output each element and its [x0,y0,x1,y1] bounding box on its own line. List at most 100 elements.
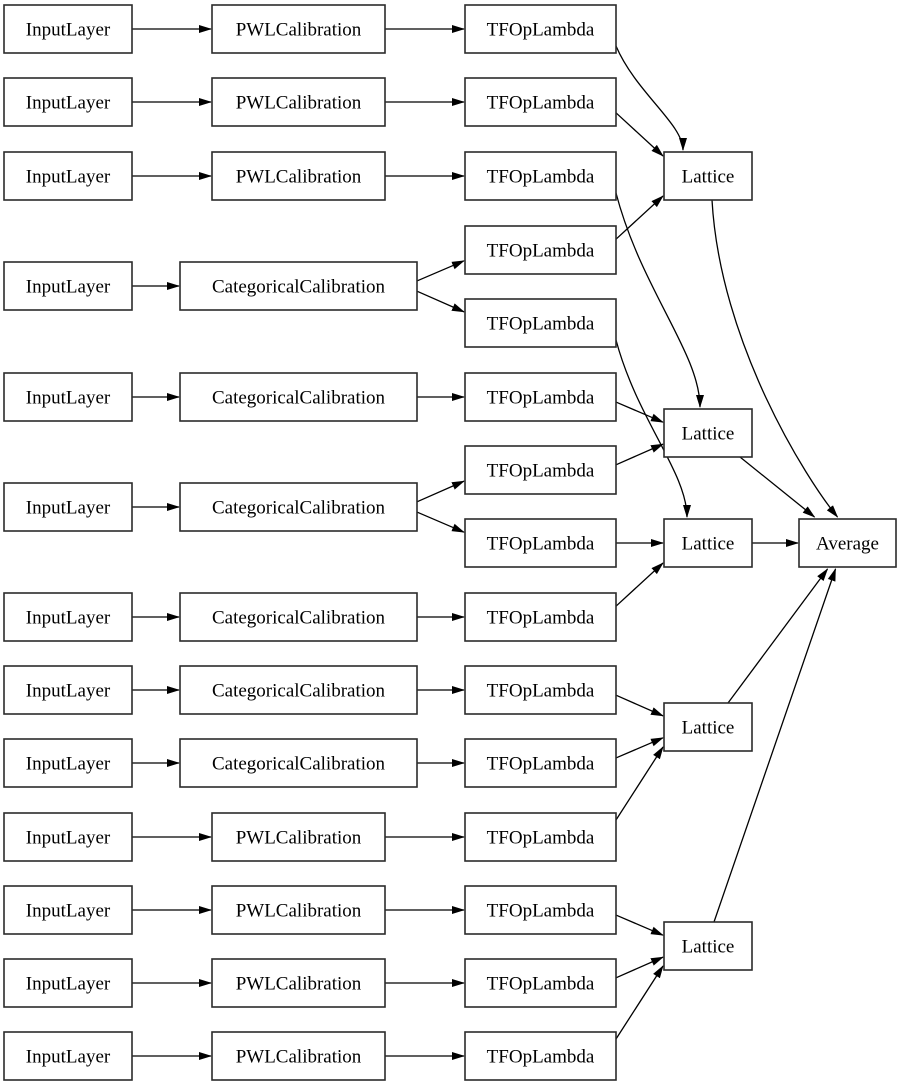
node-cal3: PWLCalibration [211,151,386,201]
edge-t10-to-lat4 [615,746,664,821]
node-t10: TFOpLambda [464,812,617,862]
node-label: Lattice [682,534,735,555]
node-in11: InputLayer [3,885,133,935]
node-label: InputLayer [26,498,111,519]
node-cal12: PWLCalibration [211,958,386,1008]
edge-t1-to-lat1 [615,45,687,151]
edge-cal6-to-t6b [416,511,465,533]
node-box [3,812,133,862]
node-t1: TFOpLambda [464,4,617,54]
edge-lat4-to-avg [727,568,829,704]
node-box [464,372,617,422]
node-box [464,445,617,495]
node-label: PWLCalibration [236,828,362,849]
node-box [211,958,386,1008]
node-label: CategoricalCalibration [212,681,386,702]
node-lat2: Lattice [663,408,753,458]
node-label: TFOpLambda [487,167,595,188]
node-t13: TFOpLambda [464,1031,617,1081]
node-box [3,885,133,935]
node-box [3,1031,133,1081]
node-box [663,151,753,201]
node-cal8: CategoricalCalibration [179,665,418,715]
node-box [464,665,617,715]
node-in2: InputLayer [3,77,133,127]
edge-t6a-to-lat2 [615,443,664,466]
node-box [464,225,617,275]
node-box [211,77,386,127]
node-in6: InputLayer [3,482,133,532]
node-label: InputLayer [26,20,111,41]
node-box [464,812,617,862]
node-label: PWLCalibration [236,20,362,41]
edge-t11-to-lat5 [615,914,664,936]
node-label: TFOpLambda [487,534,595,555]
edge-cal4-to-t4a [416,260,465,282]
node-cal6: CategoricalCalibration [179,482,418,532]
edge-t4b-to-lat3 [615,339,691,518]
node-box [179,665,418,715]
node-label: InputLayer [26,277,111,298]
node-label: InputLayer [26,754,111,775]
edge-cal4-to-t4b [416,290,465,313]
node-lat4: Lattice [663,702,753,752]
edge-lat2-to-avg [739,456,816,518]
node-box [663,921,753,971]
node-t12: TFOpLambda [464,958,617,1008]
node-in1: InputLayer [3,4,133,54]
node-box [3,482,133,532]
node-label: InputLayer [26,388,111,409]
node-box [3,151,133,201]
node-in9: InputLayer [3,738,133,788]
node-label: TFOpLambda [487,828,595,849]
node-label: TFOpLambda [487,974,595,995]
node-in4: InputLayer [3,261,133,311]
edge-t13-to-lat5 [615,965,664,1040]
node-box [798,518,897,568]
node-label: TFOpLambda [487,608,595,629]
node-box [179,261,418,311]
node-label: PWLCalibration [236,93,362,114]
node-box [464,518,617,568]
edge-t2-to-lat1 [615,112,664,157]
node-label: PWLCalibration [236,901,362,922]
node-t9: TFOpLambda [464,738,617,788]
nodes-layer: InputLayerInputLayerInputLayerInputLayer… [3,4,897,1081]
node-box [464,4,617,54]
edge-lat1-to-avg [711,199,839,518]
node-cal2: PWLCalibration [211,77,386,127]
node-label: InputLayer [26,681,111,702]
node-t4a: TFOpLambda [464,225,617,275]
edge-t5-to-lat2 [615,401,664,423]
node-box [179,738,418,788]
node-in3: InputLayer [3,151,133,201]
node-t11: TFOpLambda [464,885,617,935]
node-cal5: CategoricalCalibration [179,372,418,422]
node-box [211,151,386,201]
node-box [211,4,386,54]
node-label: CategoricalCalibration [212,388,386,409]
node-label: PWLCalibration [236,1047,362,1068]
node-box [211,1031,386,1081]
node-in7: InputLayer [3,592,133,642]
node-box [663,408,753,458]
node-cal10: PWLCalibration [211,812,386,862]
edge-t8-to-lat4 [615,694,664,717]
node-label: InputLayer [26,1047,111,1068]
node-label: PWLCalibration [236,167,362,188]
node-box [179,592,418,642]
edge-lat5-to-avg [713,568,837,923]
node-in10: InputLayer [3,812,133,862]
node-box [211,885,386,935]
node-label: CategoricalCalibration [212,277,386,298]
node-label: TFOpLambda [487,93,595,114]
node-t6b: TFOpLambda [464,518,617,568]
node-in13: InputLayer [3,1031,133,1081]
node-box [464,77,617,127]
node-box [3,77,133,127]
node-label: Average [816,534,879,555]
node-label: InputLayer [26,167,111,188]
node-box [3,261,133,311]
